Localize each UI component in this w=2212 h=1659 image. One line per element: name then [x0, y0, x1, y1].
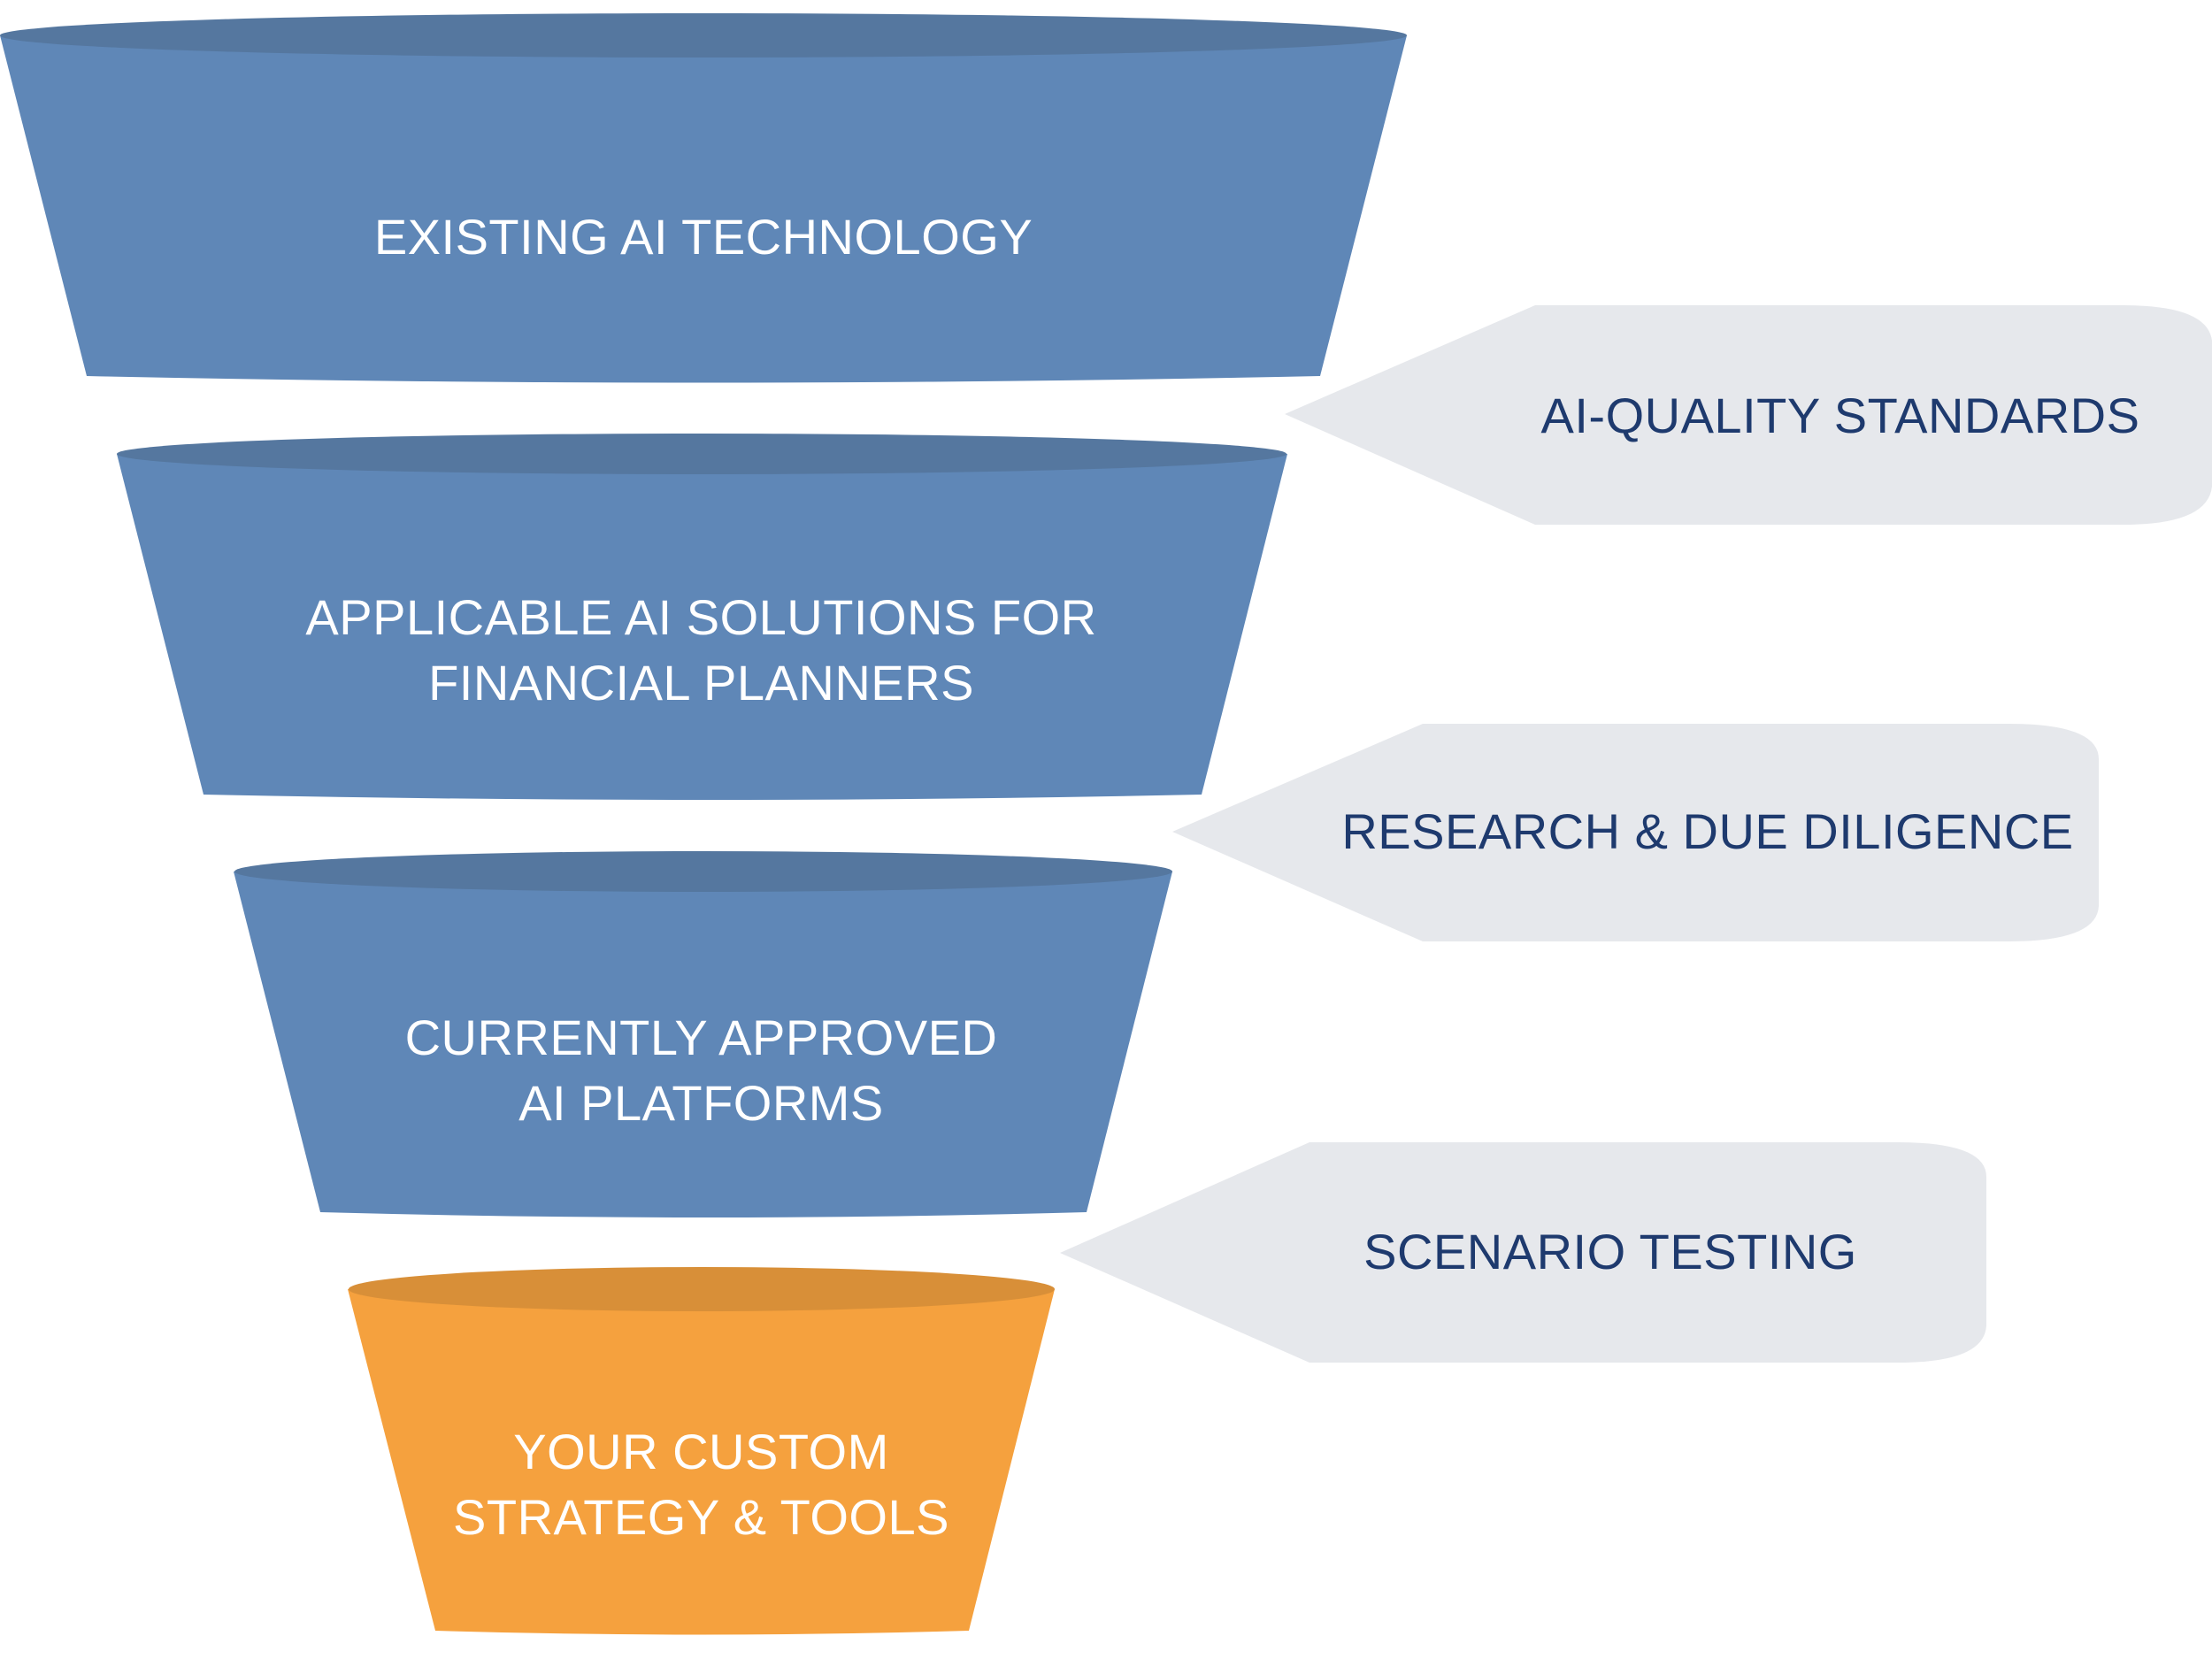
funnel-stage-3	[234, 851, 1172, 1217]
funnel-stage-4-rim	[349, 1267, 1055, 1311]
funnel-stage-4-label: YOUR CUSTOM STRATEGY & TOOLS	[372, 1409, 1031, 1560]
filter-tag-1-label: AI-QUALITY STANDARDS	[1486, 376, 2194, 456]
funnel-stage-1	[0, 13, 1407, 383]
funnel-stage-2-label-line-1: APPLICABLE AI SOLUTIONS FOR	[305, 589, 1097, 645]
filter-tag-1-text: AI-QUALITY STANDARDS	[1540, 388, 2140, 443]
funnel-stage-3-body	[234, 872, 1172, 1217]
funnel-stage-2-label: APPLICABLE AI SOLUTIONS FOR FINANCIAL PL…	[221, 575, 1181, 726]
funnel-stage-2	[117, 434, 1287, 800]
funnel-stage-1-rim	[0, 13, 1407, 58]
funnel-stage-4-label-line-1: YOUR CUSTOM	[513, 1424, 889, 1479]
funnel-stage-3-rim	[234, 851, 1172, 892]
funnel-stage-4-body	[348, 1289, 1055, 1635]
filter-tag-2-label: RESEARCH & DUE DILIGENCE	[1327, 792, 2088, 872]
funnel-stage-2-label-line-2: FINANCIAL PLANNERS	[428, 655, 974, 710]
filter-tag-2	[1172, 724, 2099, 941]
filter-tag-3-text: SCENARIO TESTING	[1363, 1224, 1857, 1279]
funnel-stage-1-body	[0, 35, 1407, 383]
filter-tag-3-label: SCENARIO TESTING	[1256, 1212, 1964, 1292]
filter-tag-3	[1060, 1142, 1986, 1363]
funnel-stage-4-label-line-2: STRATEGY & TOOLS	[453, 1489, 949, 1545]
funnel-stage-3-label: CURRENTLY APPROVED AI PLATFORMS	[292, 995, 1110, 1146]
funnel-stage-2-rim	[117, 434, 1286, 474]
funnel-stage-3-label-line-1: CURRENTLY APPROVED	[404, 1010, 998, 1065]
filter-tag-1	[1285, 305, 2212, 525]
funnel-stage-1-label-line-1: EXISTING AI TECHNOLOGY	[373, 208, 1033, 265]
funnel-stage-2-body	[117, 454, 1287, 800]
funnel-stage-1-label: EXISTING AI TECHNOLOGY	[159, 190, 1248, 283]
funnel-stage-4	[348, 1267, 1055, 1635]
funnel-stage-3-label-line-2: AI PLATFORMS	[518, 1075, 884, 1131]
filter-tag-2-text: RESEARCH & DUE DILIGENCE	[1341, 803, 2074, 859]
